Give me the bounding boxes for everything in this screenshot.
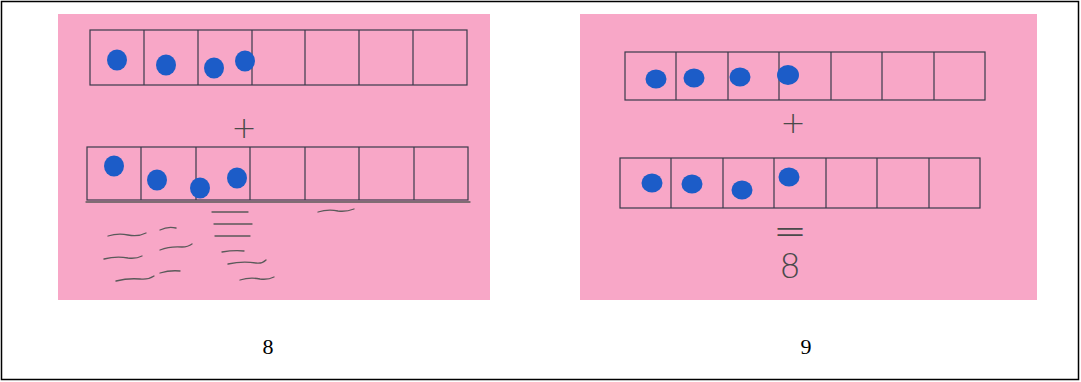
handwritten-symbol: +	[780, 108, 805, 138]
ten-frame-card: +	[58, 14, 490, 300]
pink-card	[580, 14, 1037, 300]
panel-caption: 8	[263, 336, 274, 358]
counter-dot	[104, 50, 800, 200]
ten-frame-card: + =8	[580, 14, 1037, 300]
scribble-marks	[86, 202, 470, 281]
panel-caption: 9	[801, 336, 812, 358]
handwritten-symbol: 8	[779, 249, 801, 283]
handwritten-symbol: +	[231, 113, 256, 143]
handwritten-symbol: =	[773, 211, 807, 251]
pink-card	[58, 14, 490, 300]
ten-frame	[87, 30, 985, 208]
